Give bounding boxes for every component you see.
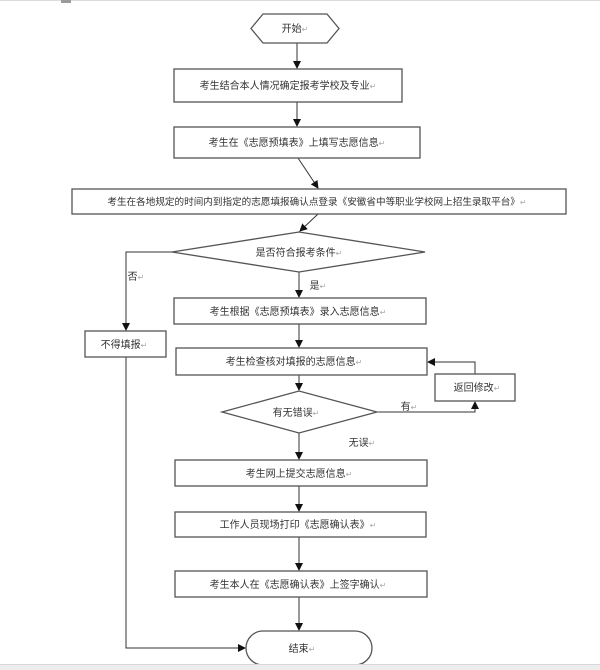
edge-return-to-check [427,358,476,374]
node-start-label: 开始↵ [282,22,309,35]
edge-login-to-decision [299,213,319,232]
node-step-check: 考生检查核对填报的志愿信息↵ [175,347,428,376]
node-return-modify: 返回修改↵ [434,373,516,402]
edge-has-error [377,401,479,413]
paragraph-mark: ↵ [379,139,386,148]
paragraph-mark: ↵ [370,82,377,91]
node-return-modify-label: 返回修改↵ [454,381,501,394]
node-not-allowed-label: 不得填报↵ [101,338,148,351]
node-step-print: 工作人员现场打印《志愿确认表》↵ [174,511,427,538]
paragraph-mark: ↵ [380,581,387,590]
edge-decision-no [122,251,172,331]
paragraph-mark: ↵ [302,25,309,34]
paragraph-mark: ↵ [411,403,418,412]
node-step-enter-label: 考生根据《志愿预填表》录入志愿信息↵ [210,305,387,318]
node-start: 开始↵ [250,13,340,44]
edge-label-no: 否↵ [128,271,145,283]
node-step-login-label: 考生在各地规定的时间内到指定的志愿填报确认点登录《安徽省中等职业学校网上招生录取… [107,196,526,208]
paragraph-mark: ↵ [309,645,316,654]
edge-label-no-error: 无误↵ [349,437,376,449]
node-step-choose: 考生结合本人情况确定报考学校及专业↵ [173,68,403,103]
node-end: 结束↵ [245,630,373,666]
node-decision-errors: 有无错误↵ [219,390,380,434]
node-step-print-label: 工作人员现场打印《志愿确认表》↵ [220,518,377,531]
paragraph-mark: ↵ [380,308,387,317]
bottom-border [0,664,600,670]
edge-notallowed-to-end [125,357,246,652]
node-step-submit: 考生网上提交志愿信息↵ [174,459,428,487]
paragraph-mark: ↵ [336,249,343,258]
node-step-fill-form-label: 考生在《志愿预填表》上填写志愿信息↵ [209,136,386,149]
node-step-enter: 考生根据《志愿预填表》录入志愿信息↵ [173,297,427,325]
paragraph-mark: ↵ [370,521,377,530]
node-step-submit-label: 考生网上提交志愿信息↵ [246,467,353,480]
edge-label-has-error: 有↵ [401,400,418,413]
paragraph-mark: ↵ [494,384,501,393]
paragraph-mark: ↵ [346,470,353,479]
node-step-sign-label: 考生本人在《志愿确认表》上签字确认↵ [210,578,387,591]
edge-label-yes: 是↵ [310,280,327,292]
node-step-sign: 考生本人在《志愿确认表》上签字确认↵ [174,570,428,598]
node-step-check-label: 考生检查核对填报的志愿信息↵ [226,355,363,368]
paragraph-mark: ↵ [369,439,376,448]
paragraph-mark: ↵ [320,282,327,291]
edge-fill-to-login [297,157,319,189]
paragraph-mark: ↵ [138,273,145,282]
paragraph-mark: ↵ [520,198,527,207]
connectors [122,43,479,652]
node-decision-errors-label: 有无错误↵ [273,406,320,419]
node-decision-eligible-label: 是否符合报考条件↵ [256,246,343,259]
node-step-choose-label: 考生结合本人情况确定报考学校及专业↵ [200,79,377,92]
node-not-allowed: 不得填报↵ [84,330,167,358]
node-end-label: 结束↵ [289,642,316,655]
top-marker [61,0,71,3]
paragraph-mark: ↵ [313,409,320,418]
paragraph-mark: ↵ [141,341,148,350]
paragraph-mark: ↵ [356,358,363,367]
node-step-fill-form: 考生在《志愿预填表》上填写志愿信息↵ [173,126,421,159]
node-step-login: 考生在各地规定的时间内到指定的志愿填报确认点登录《安徽省中等职业学校网上招生录取… [71,188,567,215]
node-decision-eligible: 是否符合报考条件↵ [171,231,426,273]
top-border [0,0,600,1]
